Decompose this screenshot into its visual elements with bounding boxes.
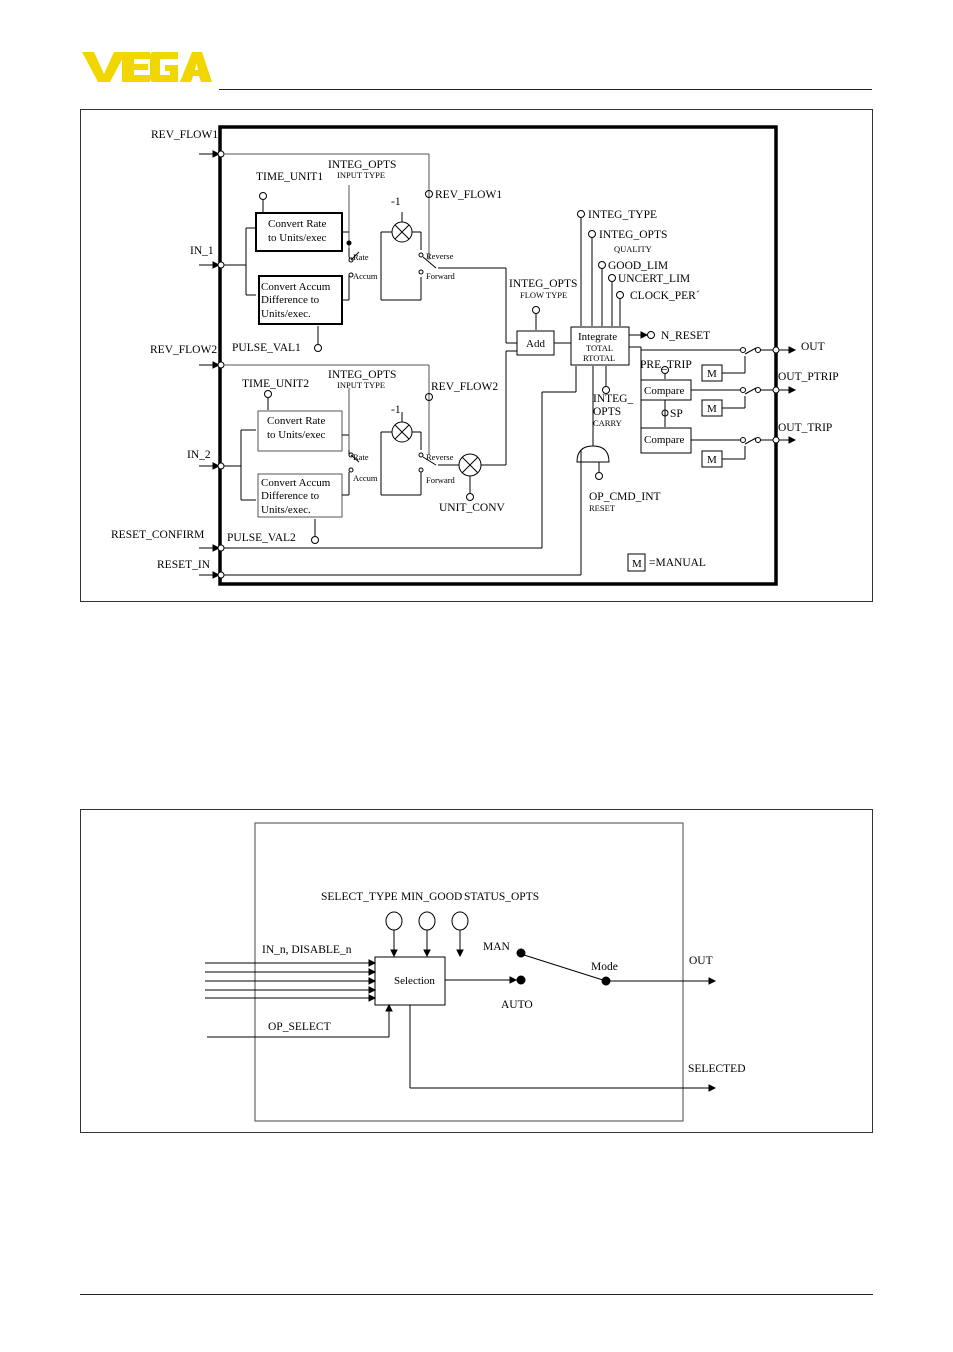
convert-rate-1-line2: to Units/exec — [268, 232, 326, 244]
label-time-unit2: TIME_UNIT2 — [242, 378, 309, 390]
label-rev-flow2: REV_FLOW2 — [150, 344, 217, 356]
convert-accum-1-line1: Convert Accum — [261, 281, 331, 293]
label-time-unit1: TIME_UNIT1 — [256, 171, 323, 183]
minus-one-2: -1 — [391, 404, 401, 416]
label-input-type-1: INPUT TYPE — [337, 170, 385, 180]
integrate-total: TOTAL — [586, 343, 613, 353]
label-pulse-val1: PULSE_VAL1 — [232, 342, 301, 354]
selection-block: Selection — [394, 975, 435, 987]
legend-manual: =MANUAL — [649, 557, 706, 569]
convert-rate-2-line1: Convert Rate — [267, 415, 325, 427]
legend-m: M — [632, 558, 642, 570]
switch-accum-2: Accum — [353, 473, 378, 483]
compare-block-2: Compare — [644, 434, 684, 446]
switch-rate-1: Rate — [353, 252, 369, 262]
switch-forward-1: Forward — [426, 271, 456, 281]
switch-rate-2: Rate — [353, 452, 369, 462]
label-reset-confirm: RESET_CONFIRM — [111, 529, 204, 541]
label-n-reset: N_RESET — [661, 330, 710, 342]
label-in-1: IN_1 — [190, 245, 214, 257]
manual-box-1: M — [707, 368, 717, 380]
integrator-diagram: REV_FLOW1 IN_1 REV_FLOW2 IN_2 RESET_CONF… — [80, 109, 873, 602]
label-min-good: MIN_GOOD — [401, 891, 462, 903]
label-sp: SP — [670, 408, 683, 420]
convert-accum-1-line2: Difference to — [261, 294, 320, 306]
add-block: Add — [526, 338, 545, 350]
convert-rate-1-line1: Convert Rate — [268, 218, 326, 230]
convert-accum-2-line2: Difference to — [261, 490, 320, 502]
integrate-rtotal: RTOTAL — [583, 353, 615, 363]
label-in-n-disable-n: IN_n, DISABLE_n — [262, 944, 352, 956]
selector-diagram: SELECT_TYPE MIN_GOOD STATUS_OPTS IN_n, D… — [80, 809, 873, 1133]
label-quality: QUALITY — [614, 244, 652, 254]
label-mode: Mode — [591, 961, 618, 973]
label-unit-conv: UNIT_CONV — [439, 502, 505, 514]
label-integ-opts-1: INTEG_OPTS — [328, 159, 396, 171]
convert-accum-2-line3: Units/exec. — [261, 504, 311, 516]
convert-rate-2-line2: to Units/exec — [267, 429, 325, 441]
label-pulse-val2: PULSE_VAL2 — [227, 532, 296, 544]
label-carry: CARRY — [593, 418, 622, 428]
label-uncert-lim: UNCERT_LIM — [618, 273, 690, 285]
manual-box-2: M — [707, 403, 717, 415]
label-op-select: OP_SELECT — [268, 1021, 331, 1033]
label-select-type: SELECT_TYPE — [321, 891, 398, 903]
manual-box-3: M — [707, 454, 717, 466]
label-input-type-2: INPUT TYPE — [337, 380, 385, 390]
label-integ-opts-3: INTEG_OPTS — [509, 278, 577, 290]
label-integ-opts-4: INTEG_OPTS — [599, 229, 667, 241]
label-rev-flow1-param: REV_FLOW1 — [435, 189, 502, 201]
label-man: MAN — [483, 941, 511, 953]
label-auto: AUTO — [501, 999, 533, 1011]
label-clock-per: CLOCK_PER´ — [630, 290, 700, 302]
label-integ-carry-2: OPTS — [593, 406, 621, 418]
switch-accum-1: Accum — [353, 271, 378, 281]
switch-reverse-2: Reverse — [426, 452, 454, 462]
label-integ-type: INTEG_TYPE — [588, 209, 657, 221]
vega-logo — [82, 52, 212, 82]
output-out-trip: OUT_TRIP — [778, 422, 832, 434]
integrator-svg: REV_FLOW1 IN_1 REV_FLOW2 IN_2 RESET_CONF… — [111, 125, 839, 586]
label-rev-flow1: REV_FLOW1 — [151, 129, 218, 141]
minus-one-1: -1 — [391, 196, 401, 208]
label-out: OUT — [689, 955, 713, 967]
label-good-lim: GOOD_LIM — [608, 260, 668, 272]
footer-rule — [80, 1294, 873, 1295]
label-pre-trip: PRE_TRIP — [640, 359, 692, 371]
switch-reverse-1: Reverse — [426, 251, 454, 261]
compare-block-1: Compare — [644, 385, 684, 397]
switch-forward-2: Forward — [426, 475, 456, 485]
label-op-cmd-int: OP_CMD_INT — [589, 491, 661, 503]
output-out-ptrip: OUT_PTRIP — [778, 371, 839, 383]
label-reset: RESET — [589, 503, 616, 513]
label-status-opts: STATUS_OPTS — [464, 891, 539, 903]
label-integ-carry-1: INTEG_ — [593, 393, 633, 405]
selector-svg: SELECT_TYPE MIN_GOOD STATUS_OPTS IN_n, D… — [205, 822, 746, 1122]
convert-accum-1-line3: Units/exec. — [261, 308, 311, 320]
header-rule — [219, 89, 872, 90]
label-in-2: IN_2 — [187, 449, 211, 461]
convert-accum-2-line1: Convert Accum — [261, 477, 331, 489]
label-integ-opts-2: INTEG_OPTS — [328, 369, 396, 381]
label-selected: SELECTED — [688, 1063, 746, 1075]
output-out: OUT — [801, 341, 825, 353]
label-rev-flow2-param: REV_FLOW2 — [431, 381, 498, 393]
label-flow-type: FLOW TYPE — [520, 290, 567, 300]
integrate-title: Integrate — [578, 331, 617, 343]
label-reset-in: RESET_IN — [157, 559, 211, 571]
